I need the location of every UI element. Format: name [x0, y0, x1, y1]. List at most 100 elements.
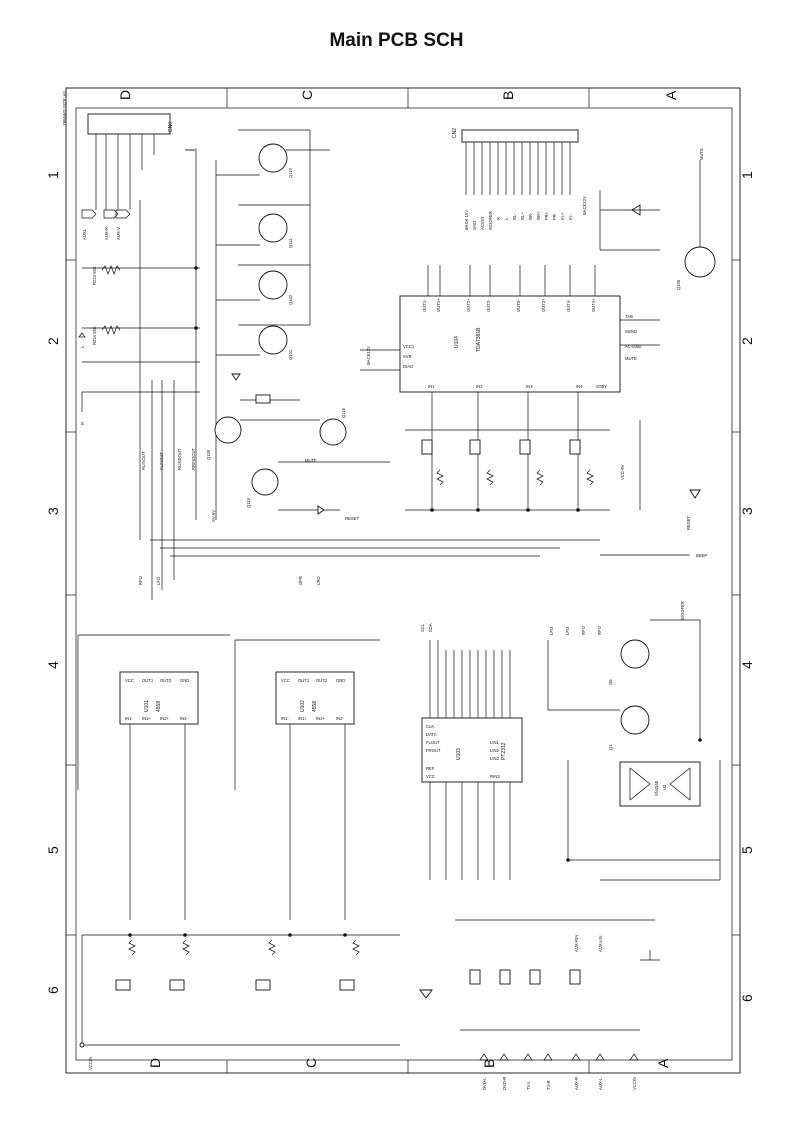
- svg-text:FLINOUT: FLINOUT: [159, 452, 164, 470]
- svg-text:LFO: LFO: [565, 626, 570, 635]
- svg-text:OUT2+: OUT2+: [466, 298, 471, 312]
- svg-text:IN4: IN4: [576, 384, 583, 389]
- zone-label: B: [481, 1059, 497, 1068]
- svg-text:DIAG: DIAG: [403, 364, 413, 369]
- svg-text:BACK12V: BACK12V: [582, 196, 587, 215]
- zone-label: D: [117, 90, 133, 100]
- transistor-q6: [620, 639, 650, 669]
- svg-text:BACK12V: BACK12V: [366, 346, 371, 365]
- svg-text:LRO: LRO: [316, 576, 321, 585]
- aux-l-port-icon: [81, 209, 97, 219]
- svg-text:RFO: RFO: [581, 625, 586, 635]
- svg-text:Q6: Q6: [608, 679, 613, 685]
- connector-cn6: CN6 AUXL AUX-R AUX-V: [81, 113, 195, 240]
- svg-text:FLOUT: FLOUT: [426, 740, 440, 745]
- svg-text:U104: U104: [454, 336, 460, 348]
- svg-text:OUT2: OUT2: [160, 678, 172, 683]
- capacitor-c133: [421, 439, 433, 455]
- capacitor-e101: [339, 979, 355, 991]
- svg-text:IN3: IN3: [526, 384, 533, 389]
- row-label: 3: [739, 507, 755, 515]
- resistor-icon: [268, 939, 276, 956]
- svg-text:Q110: Q110: [288, 167, 293, 178]
- svg-text:OUT4-: OUT4-: [566, 299, 571, 312]
- resistor-icon: [486, 469, 494, 486]
- svg-text:U2: U2: [662, 784, 667, 790]
- svg-text:CN6: CN6: [168, 122, 174, 132]
- svg-text:RESET: RESET: [686, 516, 691, 530]
- opamp-icon: [629, 767, 651, 801]
- mute-circuit-right: Q106 MUTE RESET VCC-9V BEEP: [599, 148, 716, 558]
- dvd-r-arrow-icon: [499, 1053, 509, 1061]
- svg-text:LIN1: LIN1: [490, 740, 500, 745]
- svg-text:VCC: VCC: [281, 678, 290, 683]
- svg-text:OUT3-: OUT3-: [516, 299, 521, 312]
- svg-text:Q105: Q105: [206, 449, 211, 460]
- row-label: 4: [739, 661, 755, 669]
- svg-text:IN1-: IN1-: [125, 716, 134, 721]
- capacitor-c115: [469, 969, 481, 985]
- svg-text:RL+: RL+: [520, 212, 525, 220]
- svg-text:Q111: Q111: [288, 238, 293, 248]
- svg-text:VCCIN: VCCIN: [632, 1077, 637, 1090]
- svg-text:IN1-: IN1-: [281, 716, 290, 721]
- vccin-arrow-icon: [629, 1053, 639, 1061]
- svg-text:DVD-L: DVD-L: [482, 1077, 487, 1090]
- svg-text:OUT1-: OUT1-: [422, 299, 427, 312]
- row-label: 1: [739, 171, 755, 179]
- connector-cn2: CN2 BACK 12V GND AC/ON WOOFER R L RL- RL…: [452, 128, 587, 230]
- svg-text:OUT2: OUT2: [316, 678, 328, 683]
- diode-d111: [689, 489, 701, 499]
- svg-text:OFR: OFR: [298, 576, 303, 585]
- svg-text:LFO: LFO: [549, 626, 554, 635]
- zone-labels-bottom: D C B A: [147, 1058, 671, 1068]
- svg-text:AUX-LIN: AUX-LIN: [598, 935, 603, 952]
- svg-text:IN2-: IN2-: [180, 716, 189, 721]
- row-label: 5: [45, 846, 61, 854]
- resistor-icon: [436, 469, 444, 486]
- svg-text:Q116: Q116: [341, 407, 346, 418]
- svg-text:SVR: SVR: [403, 354, 412, 359]
- svg-text:WOOFER: WOOFER: [488, 211, 493, 230]
- svg-text:AUXL: AUXL: [82, 228, 87, 240]
- row-label: 5: [739, 846, 755, 854]
- tv-r-arrow-icon: [543, 1053, 553, 1061]
- bottom-input-network: VCCIN: [79, 934, 433, 1070]
- zone-label: B: [500, 91, 516, 100]
- diode-icon: [317, 505, 325, 515]
- row-label: 6: [45, 986, 61, 994]
- svg-text:RRINDOUT: RRINDOUT: [191, 447, 196, 470]
- svg-text:OUT1+: OUT1+: [436, 298, 441, 312]
- svg-text:BACK 12V: BACK 12V: [464, 210, 469, 230]
- svg-text:MUTE: MUTE: [305, 458, 317, 463]
- svg-text:R: R: [80, 422, 85, 425]
- svg-text:STBY: STBY: [596, 384, 607, 389]
- svg-text:GND: GND: [180, 678, 189, 683]
- resistor-icon: [128, 939, 136, 956]
- svg-text:Q102: Q102: [288, 294, 293, 305]
- svg-text:Q115: Q115: [246, 497, 251, 508]
- terminal-icon: [79, 1042, 85, 1048]
- svg-text:IN2+: IN2+: [160, 716, 170, 721]
- transistor-q110: [258, 143, 288, 173]
- transistor-ladder: Q110 Q111 Q102 Q101 R223 56K R224 56K L …: [78, 129, 330, 520]
- zone-dividers: [66, 88, 740, 1073]
- svg-text:AUX-R: AUX-R: [104, 227, 109, 240]
- zone-labels-top: D C B A: [117, 90, 679, 100]
- svg-text:MUTE: MUTE: [625, 356, 637, 361]
- transistor-q105: [214, 416, 242, 444]
- svg-text:Q1: Q1: [608, 744, 613, 750]
- svg-text:VCC-9V: VCC-9V: [620, 464, 625, 480]
- svg-text:MUTE: MUTE: [699, 148, 704, 160]
- svg-text:OUT4+: OUT4+: [591, 298, 596, 312]
- page-title: Main PCB SCH: [329, 30, 464, 51]
- svg-text:RESET: RESET: [345, 516, 359, 521]
- opamp-icon: [669, 767, 691, 801]
- svg-text:SN4558: SN4558: [654, 780, 659, 796]
- svg-text:IN1: IN1: [428, 384, 435, 389]
- capacitor-e109: [115, 979, 131, 991]
- zone-label: C: [303, 1058, 319, 1068]
- capacitor-c103: [255, 394, 271, 404]
- svg-text:U101: U101: [144, 700, 150, 712]
